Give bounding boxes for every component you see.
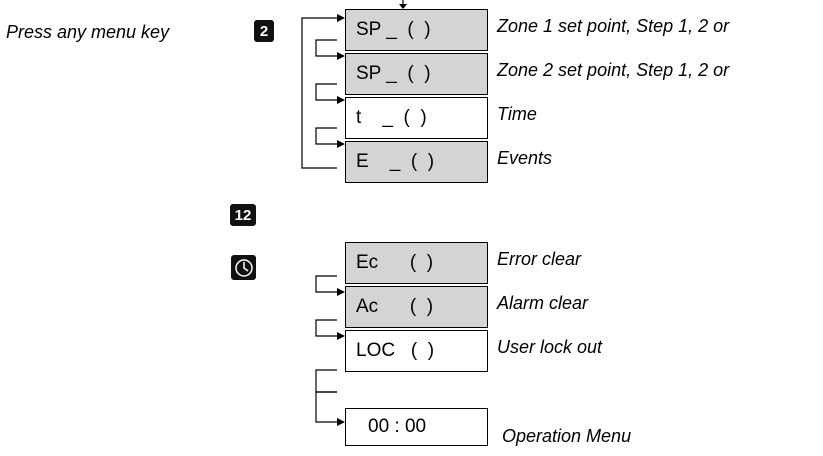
menu2-item-description: Alarm clear	[497, 293, 589, 313]
menu1-item-description: Events	[497, 148, 553, 168]
menu1-item-description: Zone 1 set point, Step 1, 2 or	[497, 16, 730, 36]
menu2-item-description: Error clear	[497, 249, 582, 269]
menu2-item-description: User lock out	[497, 337, 603, 357]
instruction-text: Press any menu key	[6, 22, 170, 42]
menu-key-12: 12	[230, 204, 256, 226]
menu1-item-box: SP _ ( )	[345, 9, 488, 51]
menu1-item-description: Zone 2 set point, Step 1, 2 or	[497, 60, 730, 80]
operation-menu-label: Operation Menu	[502, 426, 632, 446]
menu1-item-box: t _ ( )	[345, 97, 488, 139]
menu2-item-box: LOC ( )	[345, 330, 488, 372]
menu1-item-box: E _ ( )	[345, 141, 488, 183]
menu2-item-box: Ec ( )	[345, 242, 488, 284]
menu1-item-description: Time	[497, 104, 537, 124]
clock-icon	[231, 255, 256, 280]
menu-key-2: 2	[254, 20, 274, 42]
menu1-item-box: SP _ ( )	[345, 53, 488, 95]
menu2-item-box: Ac ( )	[345, 286, 488, 328]
operation-menu-box: 00 : 00	[345, 408, 488, 446]
